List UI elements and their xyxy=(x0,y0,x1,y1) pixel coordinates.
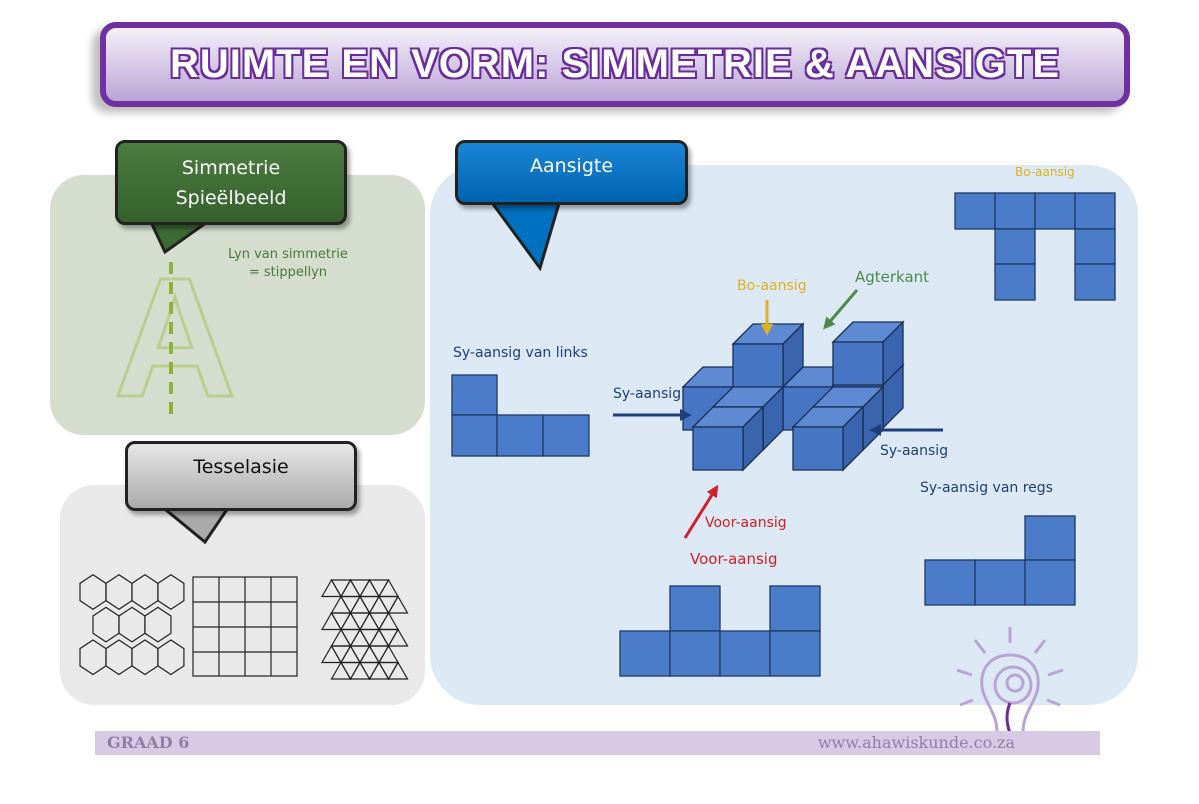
tessellation-panel xyxy=(60,485,425,705)
hexagon xyxy=(144,606,172,643)
bubble-label: Aansigte xyxy=(529,155,614,177)
triangle-tessellation xyxy=(320,578,409,681)
hexagon xyxy=(157,639,185,676)
website-link[interactable]: www.ahawiskunde.co.za xyxy=(817,733,1015,752)
front-view-title: Voor-aansig xyxy=(690,550,778,568)
right-view-grid xyxy=(924,515,1076,606)
cube xyxy=(831,320,905,387)
cube-front xyxy=(832,341,884,386)
footer-bar: GRAAD 6 www.ahawiskunde.co.za xyxy=(95,731,1100,755)
cube-front xyxy=(692,426,744,471)
cube-structure xyxy=(681,320,905,472)
triangle xyxy=(387,595,409,614)
back-arrow-label: Agterkant xyxy=(855,268,930,286)
symmetry-note: Lyn van simmetrie = stippellyn xyxy=(228,246,348,282)
square-tessellation xyxy=(192,576,298,677)
cube-front xyxy=(732,343,784,388)
front-view-grid xyxy=(619,585,821,677)
page-title: RUIMTE EN VORM: SIMMETRIE & AANSIGTE xyxy=(169,42,1061,86)
grade-label: GRAAD 6 xyxy=(107,733,190,752)
bubble-line-2: Spieëlbeeld xyxy=(175,187,287,209)
top-arrow-label: Bo-aansig xyxy=(737,278,807,294)
cube-front xyxy=(792,426,844,471)
left-view-title: Sy-aansig van links xyxy=(453,345,588,361)
back-arrow xyxy=(823,289,859,330)
right-view-title: Sy-aansig van regs xyxy=(920,480,1053,496)
front-arrow-label: Voor-aansig xyxy=(705,515,787,531)
right-arrow-label: Sy-aansig xyxy=(880,443,949,459)
views-bubble: Aansigte xyxy=(455,140,688,205)
left-view-grid xyxy=(451,374,590,457)
triangle xyxy=(387,628,409,647)
tessellation-bubble: Tesselasie xyxy=(125,441,357,511)
top-view-grid xyxy=(954,192,1116,301)
bubble-line-1: Simmetrie xyxy=(181,157,281,179)
triangle xyxy=(387,661,409,680)
cube xyxy=(731,322,805,389)
cube xyxy=(691,405,765,472)
bubble-label: Tesselasie xyxy=(193,456,289,478)
symmetry-line xyxy=(169,262,173,422)
symmetric-letter: A xyxy=(112,243,238,433)
title-banner: RUIMTE EN VORM: SIMMETRIE & AANSIGTE xyxy=(100,22,1130,107)
tessellation-patterns xyxy=(79,574,409,681)
cube xyxy=(791,405,865,472)
front-arrow xyxy=(683,484,719,539)
note-line-1: Lyn van simmetrie xyxy=(228,247,348,262)
hexagon xyxy=(157,574,185,610)
hexagon-tessellation xyxy=(79,574,185,676)
symmetry-bubble: Simmetrie Spieëlbeeld xyxy=(115,140,347,225)
note-line-2: = stippellyn xyxy=(248,265,328,280)
left-arrow-label: Sy-aansig xyxy=(613,386,682,402)
top-view-title: Bo-aansig xyxy=(1015,165,1075,179)
